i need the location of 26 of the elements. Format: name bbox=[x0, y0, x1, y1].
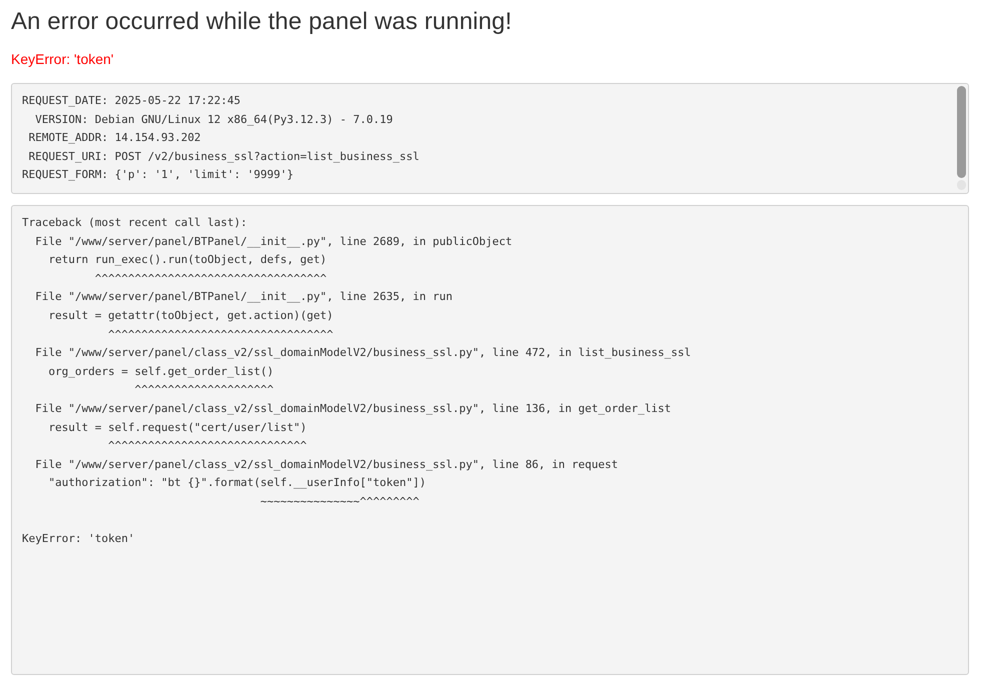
code-line: VERSION: Debian GNU/Linux 12 x86_64(Py3.12.3) - 7.0.19 bbox=[34, 112, 393, 128]
code-line: REQUEST_FORM: {'p': '1', 'limit': '9999'} bbox=[22, 167, 294, 184]
code-line: KeyError: 'token' bbox=[22, 531, 135, 548]
code-line: File "/www/server/panel/class_v2/ssl_domainModelV2/business_ssl.py", line 472, in list_business_ssl bbox=[34, 345, 691, 362]
code-line: "authorization": "bt {}".format(self.__userInfo["token"]) bbox=[47, 475, 426, 492]
code-line: REQUEST_URI: POST /v2/business_ssl?action=list_business_ssl bbox=[28, 148, 420, 165]
code-line: File "/www/server/panel/BTPanel/__init__.py", line 2635, in run bbox=[34, 289, 452, 306]
code-line: Traceback (most recent call last): bbox=[22, 215, 248, 231]
page-title: An error occurred while the panel was running! bbox=[11, 8, 512, 36]
code-line: result = self.request("cert/user/list") bbox=[47, 420, 307, 436]
code-line: ~~~~~~~~~~~~~~~^^^^^^^^^ bbox=[259, 494, 420, 510]
code-line: File "/www/server/panel/class_v2/ssl_domainModelV2/business_ssl.py", line 86, in request bbox=[34, 456, 618, 473]
code-line: File "/www/server/panel/BTPanel/__init__.py", line 2689, in publicObject bbox=[34, 234, 512, 250]
request-info-panel bbox=[11, 83, 969, 194]
code-line: File "/www/server/panel/class_v2/ssl_domainModelV2/business_ssl.py", line 136, in get_order_list bbox=[34, 400, 672, 417]
traceback-panel bbox=[11, 205, 969, 675]
code-line: return run_exec().run(toObject, defs, get) bbox=[47, 252, 327, 268]
code-line: ^^^^^^^^^^^^^^^^^^^^^^^^^^^^^^ bbox=[107, 438, 307, 454]
code-line: result = getattr(toObject, get.action)(get) bbox=[47, 308, 334, 324]
code-line: org_orders = self.get_order_list() bbox=[47, 364, 274, 380]
error-message: KeyError: 'token' bbox=[11, 51, 114, 67]
code-line: REMOTE_ADDR: 14.154.93.202 bbox=[28, 130, 201, 146]
code-line: REQUEST_DATE: 2025-05-22 17:22:45 bbox=[22, 93, 241, 109]
code-line: ^^^^^^^^^^^^^^^^^^^^^^^^^^^^^^^^^^ bbox=[107, 326, 334, 343]
code-line: ^^^^^^^^^^^^^^^^^^^^^^^^^^^^^^^^^^^ bbox=[94, 270, 327, 287]
code-line: ^^^^^^^^^^^^^^^^^^^^^ bbox=[134, 382, 274, 398]
